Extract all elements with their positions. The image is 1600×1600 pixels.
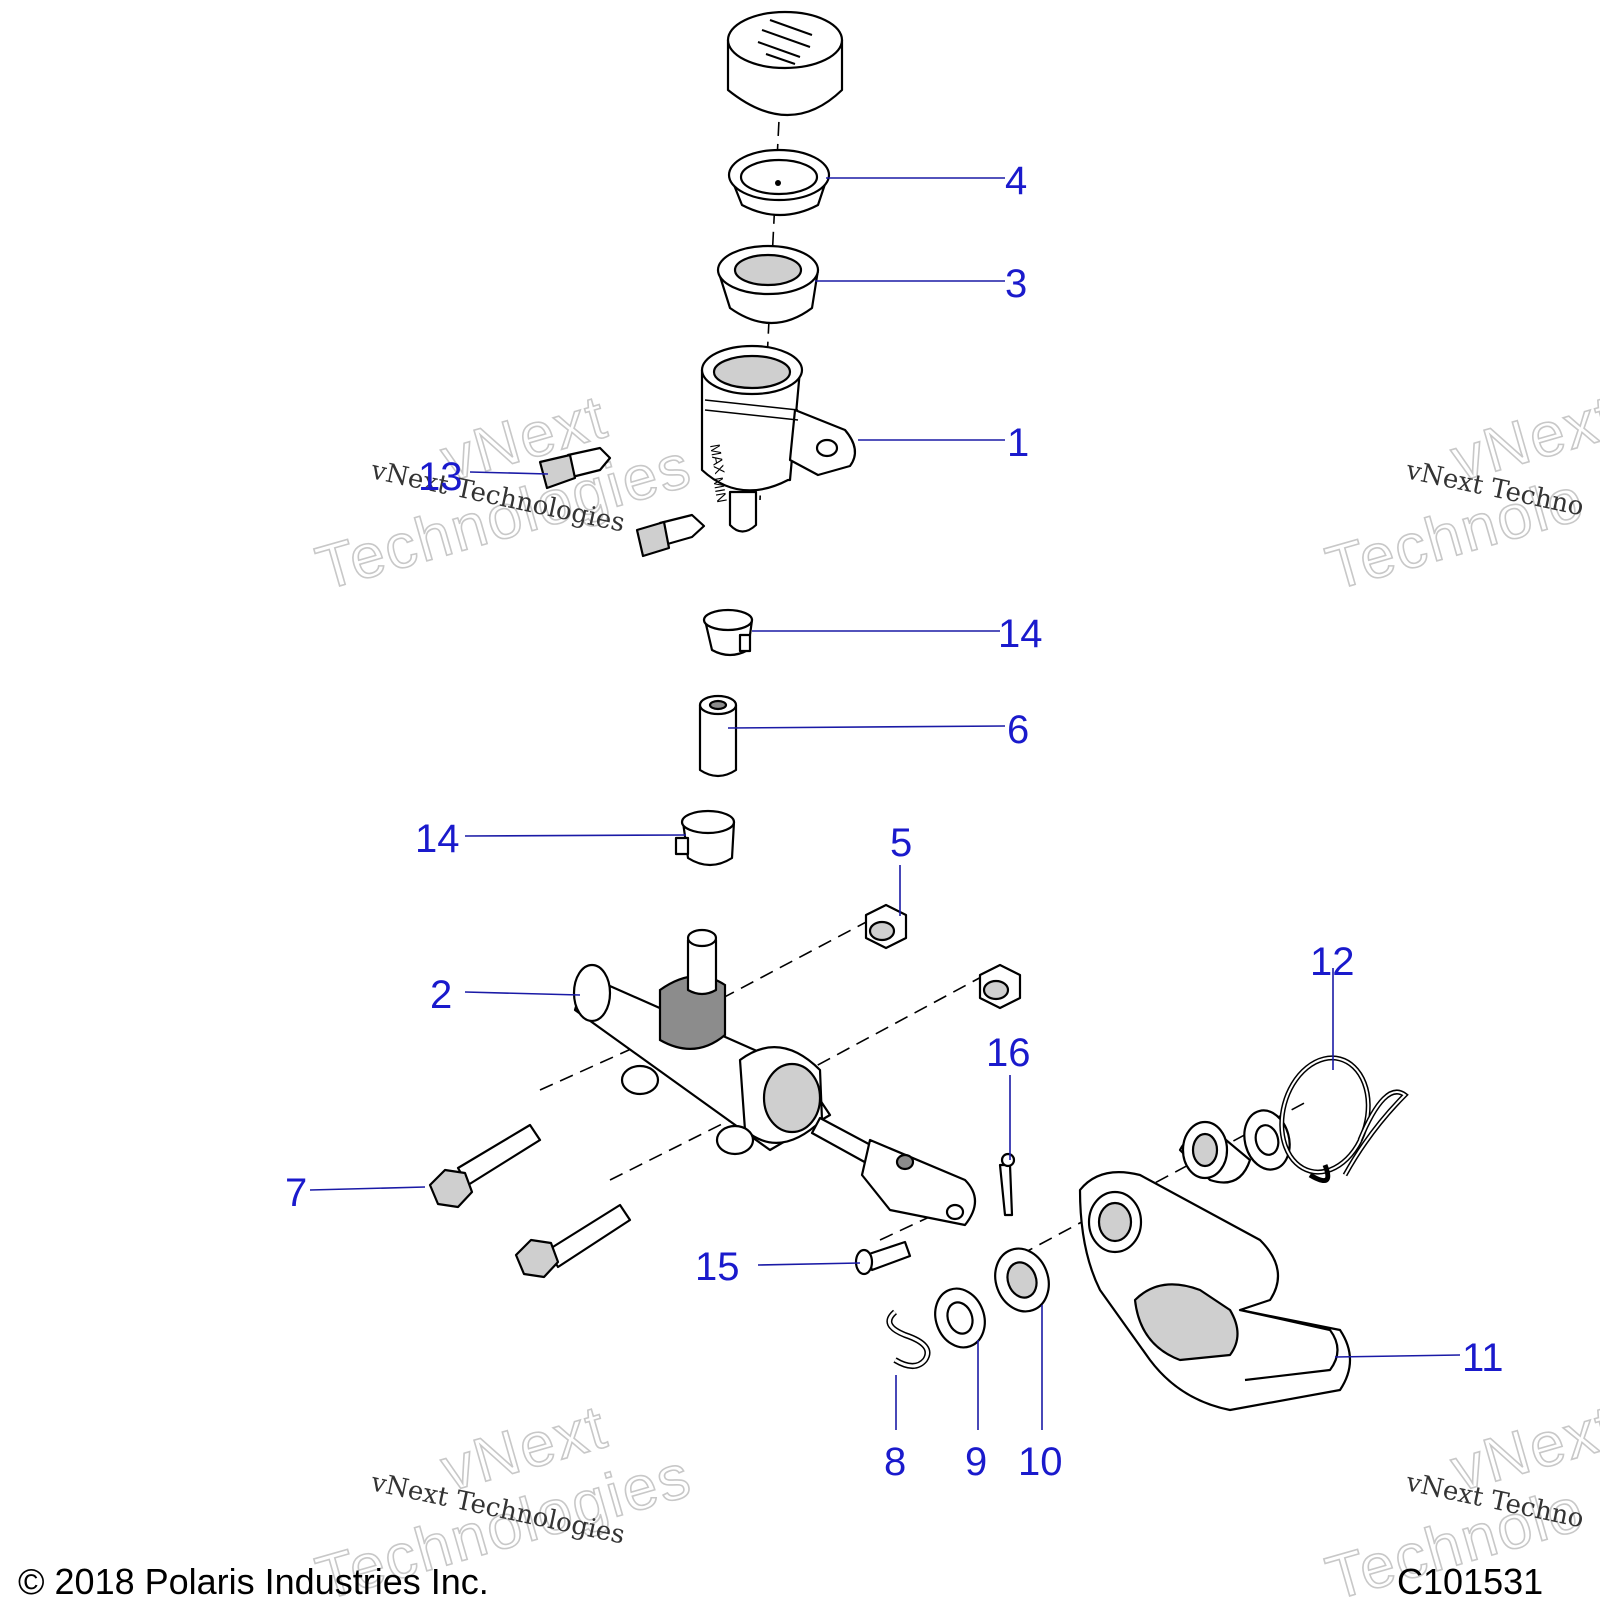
part-3-plate (716, 244, 820, 325)
callout-16: 16 (986, 1031, 1031, 1075)
part-4-diaphragm (727, 148, 831, 217)
callout-5: 5 (890, 821, 912, 865)
reservoir-cap (726, 10, 844, 117)
part-6-hose (698, 694, 738, 778)
part-15-clevis-pin (854, 1240, 912, 1276)
leader-lines (309, 177, 1461, 1430)
part-11-pedal-bracket (1078, 1171, 1351, 1412)
callout-14: 14 (415, 817, 460, 861)
part-16-cotter-pin (998, 1152, 1016, 1217)
callout-8: 8 (884, 1440, 906, 1484)
callout-3: 3 (1005, 262, 1027, 306)
part-12-spring (1279, 1055, 1409, 1184)
pivot-washer (1243, 1109, 1291, 1171)
callouts: 4 3 1 13 14 6 14 5 2 12 16 7 15 11 8 9 1… (285, 159, 1504, 1484)
part-9-washer (934, 1287, 986, 1349)
callout-1: 1 (1007, 421, 1029, 465)
figure-id: C101531 (1397, 1561, 1543, 1600)
copyright-notice: © 2018 Polaris Industries Inc. (18, 1561, 489, 1600)
pivot-bushing (1178, 1120, 1252, 1184)
callout-4: 4 (1005, 159, 1027, 203)
callout-14: 14 (998, 612, 1043, 656)
svg-text:MIN: MIN (710, 476, 730, 504)
part-14-clamp-lower (674, 809, 736, 867)
part-8-clip (886, 1309, 931, 1369)
callout-2: 2 (430, 973, 452, 1017)
part-14-clamp-upper (702, 608, 754, 657)
svg-text:MAX: MAX (707, 443, 728, 476)
callout-7: 7 (285, 1171, 307, 1215)
part-7-bolt (514, 1203, 632, 1279)
part-2-master-cylinder (572, 928, 977, 1227)
callout-6: 6 (1007, 708, 1029, 752)
part-10-bushing (994, 1247, 1050, 1313)
part-7-bolt (428, 1123, 542, 1209)
part-5-nut (864, 903, 908, 950)
callout-15: 15 (695, 1245, 740, 1289)
callout-11: 11 (1462, 1336, 1504, 1380)
part-1-reservoir: MAX MIN (700, 344, 857, 533)
watermark: vNext Technologies vNext Technologies vN… (308, 382, 1600, 1600)
part-5-nut (978, 963, 1022, 1010)
callout-10: 10 (1018, 1440, 1063, 1484)
callout-13: 13 (418, 455, 463, 499)
part-13-screws (538, 446, 706, 558)
callout-12: 12 (1310, 940, 1355, 984)
callout-9: 9 (965, 1440, 987, 1484)
